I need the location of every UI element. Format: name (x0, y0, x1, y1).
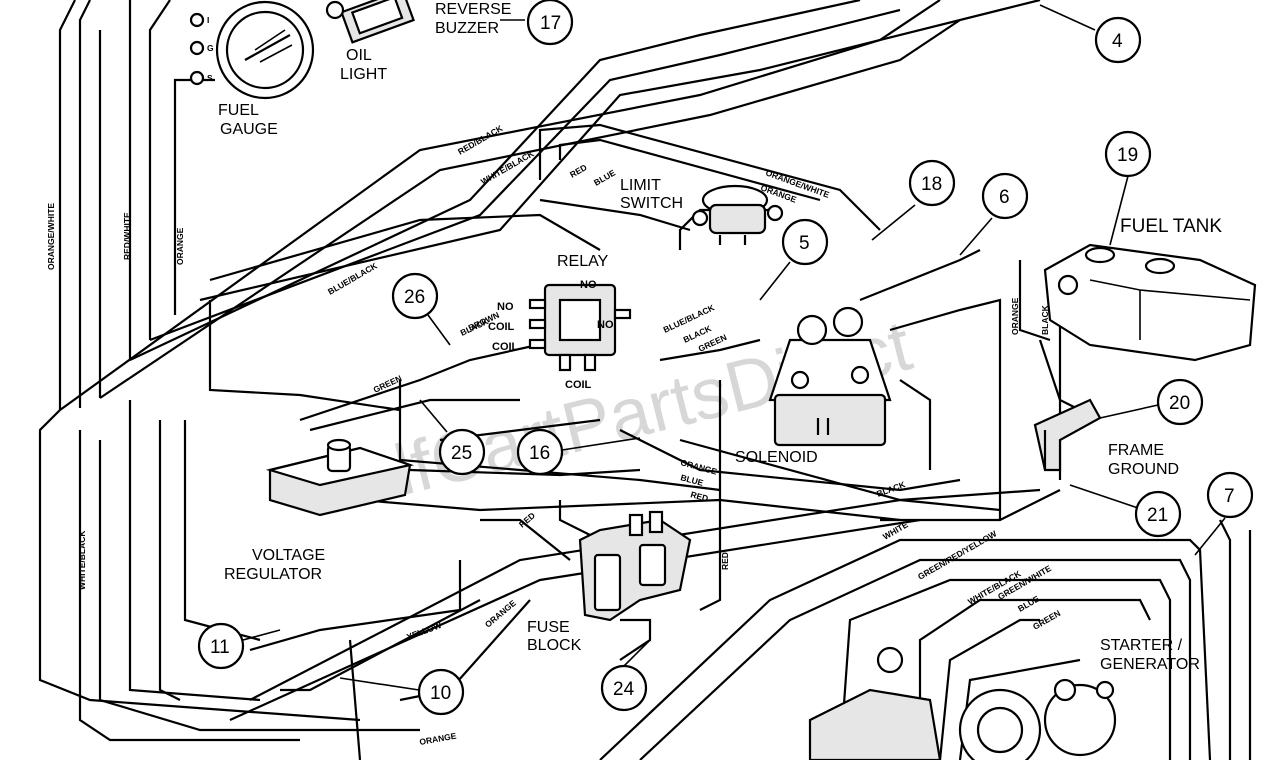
callout-18: 18 (871, 159, 956, 241)
wire-label: WHITE (881, 519, 910, 542)
svg-text:10: 10 (430, 683, 451, 704)
svg-text:26: 26 (404, 287, 425, 308)
fuel-gauge-label: FUEL GAUGE (218, 102, 278, 138)
callout-16: 16 (516, 428, 641, 476)
svg-text:16: 16 (529, 443, 550, 464)
callout-6: 6 (959, 172, 1029, 256)
wire-label: RED (689, 489, 709, 503)
callout-26: 26 (391, 272, 451, 346)
limit-switch-label: LIMIT SWITCH (620, 177, 683, 212)
svg-text:6: 6 (999, 187, 1010, 208)
fuse-block (578, 510, 692, 622)
voltage-regulator (265, 438, 415, 517)
gauge-terminal-label: G (207, 43, 214, 53)
svg-text:20: 20 (1169, 393, 1190, 414)
gauge-terminal-label: S (207, 73, 213, 83)
starter-generator-label: STARTER / GENERATOR (1100, 637, 1200, 673)
wire-label: WHITE/BLACK (77, 530, 87, 590)
svg-text:18: 18 (921, 174, 942, 195)
oil-light (325, 0, 415, 44)
wire-label: RED (568, 162, 589, 180)
wire-label: RED/BLACK (456, 123, 505, 157)
wire-label: GREEN/RED/YELLOW (916, 528, 999, 582)
voltage-regulator-label: VOLTAGE REGULATOR (224, 547, 330, 583)
callout-10: 10 (339, 668, 465, 716)
callout-20: 20 (1099, 378, 1204, 426)
fuel-tank-label: FUEL TANK (1120, 216, 1222, 237)
svg-text:11: 11 (210, 637, 230, 658)
wire-label: RED (720, 552, 730, 570)
wire-label: RED/WHITE (122, 212, 132, 260)
relay-label: RELAY (557, 253, 609, 270)
callout-5: 5 (759, 218, 829, 301)
wire-label: BLUE (592, 167, 617, 187)
relay (528, 283, 632, 372)
limit-switch (691, 184, 784, 245)
wire-label: BLACK (1040, 304, 1050, 335)
svg-text:19: 19 (1117, 145, 1138, 166)
oil-light-label: OIL LIGHT (340, 47, 387, 83)
fuse-block-label: FUSE BLOCK (527, 619, 582, 654)
wire-label: ORANGE (419, 731, 458, 747)
callout-21: 21 (1069, 484, 1182, 538)
svg-text:25: 25 (451, 443, 472, 464)
wire-label: ORANGE (175, 227, 185, 265)
wire-label: WHITE/BLACK (479, 148, 536, 187)
svg-text:5: 5 (799, 233, 810, 254)
callout-19: 19 (1104, 130, 1152, 246)
callout-4: 4 (1039, 4, 1142, 64)
wire-harness (38, 0, 1252, 760)
callout-7: 7 (1194, 471, 1254, 556)
callout-24: 24 (600, 639, 651, 712)
svg-text:24: 24 (613, 679, 635, 700)
callout-11: 11 (197, 622, 281, 670)
fuel-tank (1043, 243, 1257, 362)
svg-text:4: 4 (1112, 31, 1123, 52)
wire-label: ORANGE (1010, 297, 1020, 335)
frame-ground-label: FRAME GROUND (1108, 442, 1179, 478)
svg-text:17: 17 (540, 13, 561, 34)
frame-ground (1033, 398, 1102, 472)
relay-terminal-label: COIL (565, 379, 592, 391)
callout-17: 17 (500, 0, 574, 46)
wire-label: YELLOW (405, 620, 444, 642)
relay-terminal-label: NO (597, 319, 614, 331)
starter-generator (808, 646, 1117, 760)
svg-text:7: 7 (1224, 486, 1235, 507)
wire-label: GREEN (1031, 608, 1062, 632)
relay-terminal-label: COIL (488, 321, 515, 333)
relay-terminal-label: NO (580, 279, 597, 291)
relay-terminal-label: NO (497, 301, 514, 313)
solenoid-label: SOLENOID (735, 449, 818, 466)
gauge-terminal-label: I (207, 15, 209, 25)
wire-label: ORANGE/WHITE (46, 203, 56, 270)
solenoid (768, 306, 892, 447)
fuel-gauge: I G S (189, 0, 315, 100)
wire-label: BLACK (875, 479, 907, 499)
wire-label: BLUE/BLACK (326, 260, 380, 297)
reverse-buzzer-label: REVERSE BUZZER (435, 1, 516, 37)
wire-label: BLUE (1016, 593, 1041, 613)
callout-25: 25 (419, 399, 486, 476)
relay-terminal-label: COIL (492, 341, 519, 353)
svg-text:21: 21 (1147, 505, 1168, 526)
